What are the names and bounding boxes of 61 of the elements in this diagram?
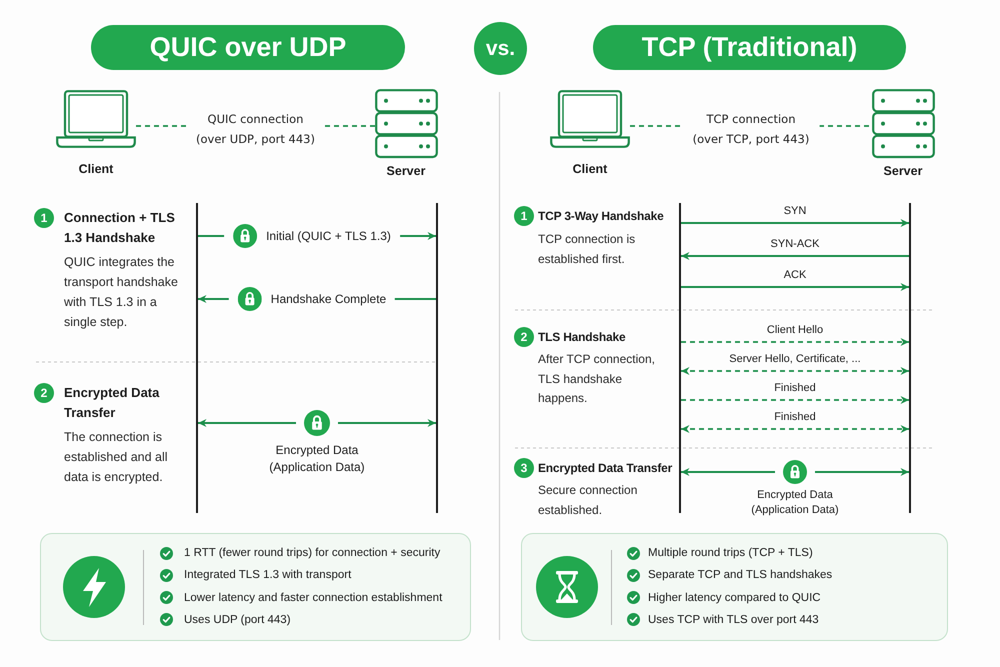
summary-item: Multiple round trips (TCP + TLS) bbox=[648, 546, 813, 561]
edge-label: QUIC connection (over UDP, port 443) bbox=[195, 111, 316, 148]
edge-label: Encrypted Data (Application Data) bbox=[268, 442, 366, 476]
summary-item: Uses UDP (port 443) bbox=[184, 612, 291, 628]
dashed-arrow bbox=[681, 396, 909, 404]
title-banner: QUIC over UDP bbox=[91, 25, 405, 70]
versus-badge: vs. bbox=[474, 22, 527, 75]
summary-item: Integrated TLS 1.3 with transport bbox=[184, 568, 352, 584]
title-banner: TCP (Traditional) bbox=[593, 25, 906, 70]
summary-item: Lower latency and faster connection establishment bbox=[184, 590, 442, 606]
arrow bbox=[681, 468, 909, 476]
edge-label: Encrypted Data (Application Data) bbox=[750, 488, 840, 518]
lifeline bbox=[436, 203, 438, 513]
edge-label: Finished bbox=[774, 382, 816, 395]
summary-item: Separate TCP and TLS handshakes bbox=[648, 568, 832, 584]
lifeline bbox=[196, 203, 198, 513]
edge-label: Client Hello bbox=[766, 324, 824, 337]
node-caption: Server bbox=[386, 163, 426, 179]
server-icon bbox=[872, 89, 935, 159]
step-description: The connection is established and all data is encrypted. bbox=[64, 429, 169, 486]
step-number-badge: 1 bbox=[514, 206, 534, 226]
dashed-arrow bbox=[681, 425, 909, 433]
step-description: QUIC integrates the transport handshake with TLS 1.3 in a single step. bbox=[64, 254, 179, 331]
edge-label: Server Hello, Certificate, ... bbox=[729, 353, 861, 366]
node-caption: Client bbox=[572, 161, 608, 177]
edge-label: ACK bbox=[784, 269, 806, 282]
arrow bbox=[681, 219, 909, 227]
step-description: Secure connection established. bbox=[538, 482, 638, 518]
arrow bbox=[681, 252, 909, 260]
edge-label: Initial (QUIC + TLS 1.3) bbox=[266, 228, 391, 244]
laptop-icon bbox=[550, 90, 630, 148]
step-heading: TLS Handshake bbox=[538, 329, 626, 346]
server-icon bbox=[375, 89, 438, 159]
summary-item: Higher latency compared to QUIC bbox=[648, 590, 821, 606]
step-heading: Encrypted Data Transfer bbox=[64, 384, 160, 422]
summary-panel bbox=[521, 533, 948, 641]
step-heading: TCP 3-Way Handshake bbox=[538, 208, 665, 225]
step-heading: Encrypted Data Transfer bbox=[538, 460, 674, 477]
arrow bbox=[681, 283, 909, 291]
step-description: TCP connection is established first. bbox=[538, 231, 636, 268]
lifeline bbox=[679, 203, 681, 513]
step-heading: Connection + TLS 1.3 Handshake bbox=[64, 209, 176, 247]
dashed-arrow bbox=[681, 367, 909, 375]
summary-panel bbox=[40, 533, 471, 641]
dashed-arrow bbox=[681, 338, 909, 346]
step-number-badge: 2 bbox=[34, 383, 54, 403]
lifeline bbox=[909, 203, 911, 513]
summary-item: 1 RTT (fewer round trips) for connection + security bbox=[184, 546, 440, 561]
step-number-badge: 2 bbox=[514, 327, 534, 347]
edge-label: Handshake Complete bbox=[270, 292, 386, 306]
summary-item: Uses TCP with TLS over port 443 bbox=[648, 612, 819, 628]
step-description: After TCP connection, TLS handshake happens. bbox=[538, 351, 656, 407]
node-caption: Server bbox=[882, 163, 924, 179]
edge-label: Finished bbox=[774, 411, 816, 424]
step-number-badge: 1 bbox=[34, 208, 54, 228]
edge-label: TCP connection (over TCP, port 443) bbox=[692, 111, 810, 148]
edge-label: SYN-ACK bbox=[770, 238, 820, 251]
step-number-badge: 3 bbox=[514, 458, 534, 478]
edge-label: SYN bbox=[784, 205, 806, 218]
laptop-icon bbox=[56, 90, 136, 148]
node-caption: Client bbox=[78, 161, 114, 177]
